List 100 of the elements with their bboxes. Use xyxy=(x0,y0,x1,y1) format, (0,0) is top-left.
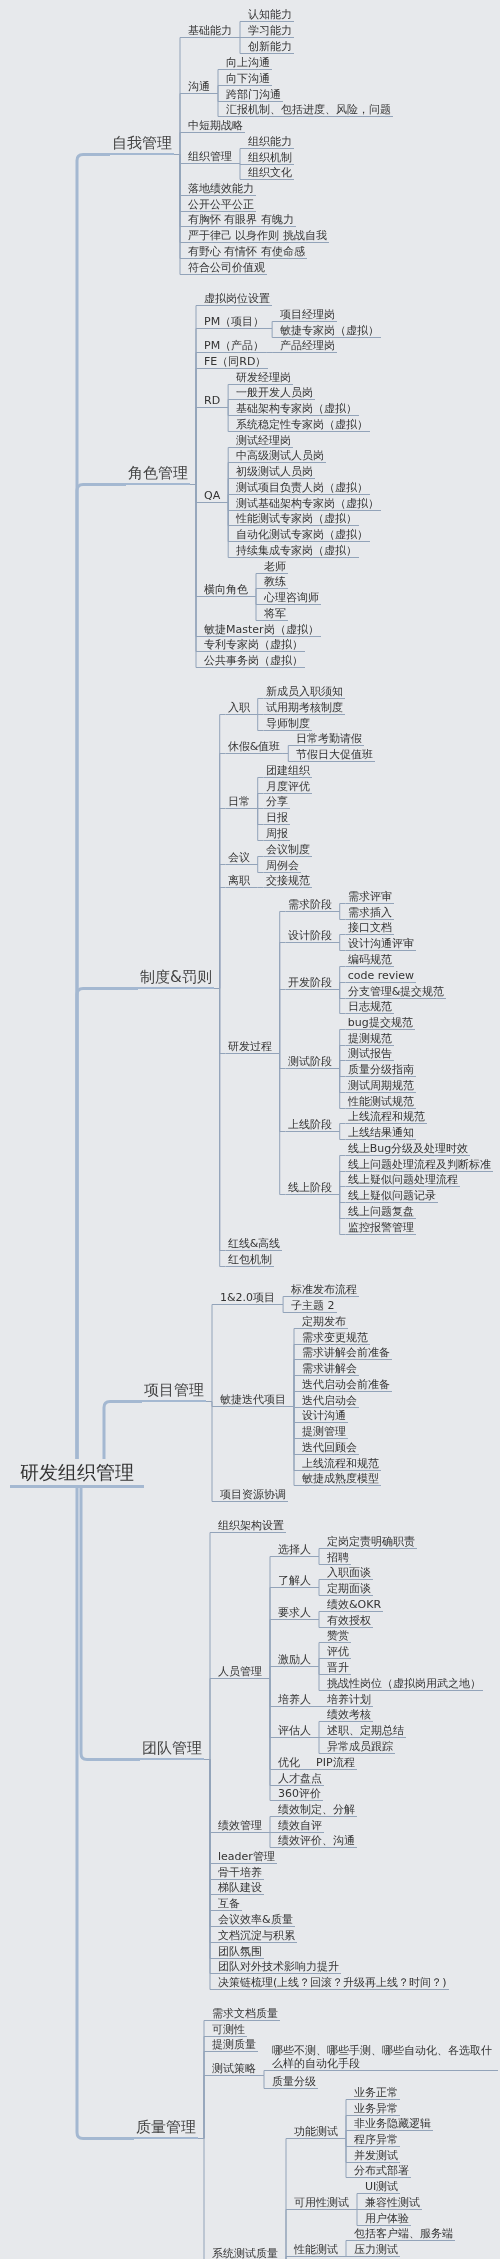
subtopic: bug提交规范 xyxy=(345,1016,415,1030)
subtopic: 并发测试 xyxy=(352,2149,400,2163)
connector-line xyxy=(312,1737,326,1754)
connector-line xyxy=(233,163,247,180)
connector-line xyxy=(312,1666,326,1691)
subtopic: 严于律己 以身作则 挑战自我 xyxy=(186,229,329,243)
subtopic: 定岗定责明确职责 xyxy=(325,1535,417,1549)
subtopic: 评估人 xyxy=(276,1724,313,1738)
connector-line xyxy=(301,1769,315,1770)
subtopic: 敏捷成熟度模型 xyxy=(300,1472,381,1486)
subtopic: 符合公司价值观 xyxy=(186,261,267,275)
subtopic: UI测试 xyxy=(363,2180,401,2194)
subtopic: 敏捷专家岗（虚拟） xyxy=(278,324,382,338)
connector-line xyxy=(251,864,265,873)
connector-line xyxy=(102,1400,142,1459)
subtopic: 可测性 xyxy=(210,2023,247,2037)
subtopic: FE（同RD） xyxy=(202,355,269,369)
main-topic: 制度&罚则 xyxy=(138,968,214,989)
subtopic: 提测质量 xyxy=(210,2038,258,2052)
subtopic: 线上疑似问题处理流程 xyxy=(345,1173,460,1187)
subtopic: 优化 xyxy=(276,1756,302,1770)
subtopic: 团队氛围 xyxy=(216,1945,264,1959)
connector-line xyxy=(75,1488,134,2140)
subtopic: 设计沟通 xyxy=(300,1409,348,1423)
subtopic: 教练 xyxy=(262,575,288,589)
subtopic: 编码规范 xyxy=(345,953,394,967)
subtopic: 需求插入 xyxy=(345,906,394,920)
subtopic: 有胸怀 有眼界 有魄力 xyxy=(186,213,296,227)
subtopic: 线上阶段 xyxy=(285,1181,334,1195)
subtopic: 用户体验 xyxy=(363,2212,411,2226)
subtopic: 新成员入职须知 xyxy=(263,685,345,699)
subtopic: 团队对外技术影响力提升 xyxy=(216,1960,341,1974)
subtopic: 了解人 xyxy=(276,1574,313,1588)
subtopic: 评优 xyxy=(325,1645,351,1659)
subtopic: 入职面谈 xyxy=(325,1566,373,1580)
main-topic: 团队管理 xyxy=(140,1739,204,1760)
subtopic: 人才盘点 xyxy=(276,1772,324,1786)
subtopic: 非业务隐藏逻辑 xyxy=(352,2117,433,2131)
subtopic: 包括客户端、服务端 xyxy=(352,2227,455,2241)
subtopic: 360评价 xyxy=(276,1787,323,1801)
subtopic: 组织架构设置 xyxy=(216,1519,286,1533)
subtopic: 绩效管理 xyxy=(216,1819,264,1833)
subtopic: 有效授权 xyxy=(325,1614,373,1628)
subtopic: 向下沟通 xyxy=(224,72,272,86)
subtopic: 梯队建设 xyxy=(216,1881,264,1895)
connector-line xyxy=(257,2075,271,2089)
connector-line xyxy=(221,502,235,558)
subtopic: 线上问题复盘 xyxy=(345,1205,416,1219)
subtopic: 会议制度 xyxy=(263,843,312,857)
subtopic: 导师制度 xyxy=(263,717,312,731)
subtopic: 决策链梳理(上线？回滚？升级再上线？时间？) xyxy=(216,1976,449,1990)
connector-line xyxy=(333,1131,347,1140)
subtopic: 组织文化 xyxy=(246,166,294,180)
subtopic: 骨干培养 xyxy=(216,1866,264,1880)
subtopic: 创新能力 xyxy=(246,40,294,54)
subtopic: 质量分级指南 xyxy=(345,1063,416,1077)
subtopic: 产品经理岗 xyxy=(278,339,338,353)
subtopic: 中高级测试人员岗 xyxy=(234,449,327,463)
subtopic: 性能测试规范 xyxy=(345,1095,416,1109)
central-topic: 研发组织管理 xyxy=(10,1459,144,1488)
subtopic: 有野心 有情怀 有使命感 xyxy=(186,245,307,259)
subtopic: 休假&值班 xyxy=(225,740,283,754)
subtopic: 会议 xyxy=(225,851,252,865)
subtopic: 述职、定期总结 xyxy=(325,1724,406,1738)
subtopic: 认知能力 xyxy=(246,8,294,22)
subtopic: 公开公平公正 xyxy=(186,198,256,212)
subtopic: 要求人 xyxy=(276,1606,313,1620)
subtopic: 日报 xyxy=(263,811,290,825)
subtopic: 业务异常 xyxy=(352,2102,400,2116)
subtopic: 上线流程和规范 xyxy=(300,1457,381,1471)
subtopic: 需求讲解会 xyxy=(300,1362,359,1376)
subtopic: 研发过程 xyxy=(225,1040,274,1054)
subtopic: 落地绩效能力 xyxy=(186,182,256,196)
subtopic: 日常 xyxy=(225,795,252,809)
subtopic: 绩效&OKR xyxy=(325,1598,384,1612)
subtopic: 上线阶段 xyxy=(285,1118,334,1132)
connector-line xyxy=(79,1488,140,1761)
subtopic: RD xyxy=(202,394,223,408)
connector-line xyxy=(276,1304,290,1313)
subtopic: 绩效评价、沟通 xyxy=(276,1834,357,1848)
subtopic: 向上沟通 xyxy=(224,56,272,70)
subtopic: 系统测试质量 xyxy=(210,2247,280,2259)
subtopic: 沟通 xyxy=(186,80,212,94)
connector-line xyxy=(287,1406,301,1486)
main-topic: 质量管理 xyxy=(134,2118,198,2139)
connector-line xyxy=(221,407,235,432)
connector-line xyxy=(251,808,265,841)
subtopic: 上线流程和规范 xyxy=(345,1110,427,1124)
subtopic: 需求讲解会前准备 xyxy=(300,1346,392,1360)
subtopic: PM（项目） xyxy=(202,315,267,329)
subtopic: 项目资源协调 xyxy=(218,1488,288,1502)
subtopic: 激励人 xyxy=(276,1653,313,1667)
subtopic: 挑战性岗位（虚拟岗用武之地） xyxy=(325,1677,483,1691)
subtopic: 基础能力 xyxy=(186,24,234,38)
subtopic: 接口文档 xyxy=(345,921,394,935)
subtopic: 哪些不测、哪些手测、哪些自动化、各选取什么样的自动化手段 xyxy=(270,2044,498,2071)
subtopic: 兼容性测试 xyxy=(363,2196,422,2210)
subtopic: 会议效率&质量 xyxy=(216,1913,295,1927)
subtopic: 测试周期规范 xyxy=(345,1079,416,1093)
subtopic: 需求评审 xyxy=(345,890,394,904)
